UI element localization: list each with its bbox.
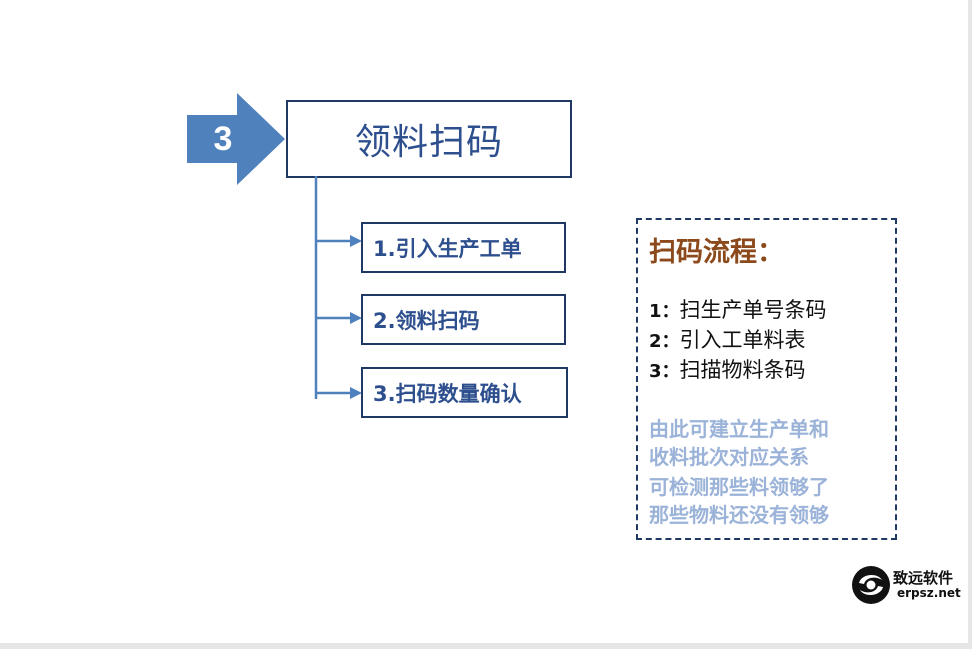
flow-note: 由此可建立生产单和 收料批次对应关系 [649,415,889,471]
slide-edge [968,0,972,649]
flow-step: 1：扫生产单号条码 [649,296,827,326]
swirl-logo-icon [852,566,890,604]
flow-step-number: 3： [649,361,680,382]
slide-edge [0,643,972,649]
flow-heading: 扫码流程： [649,237,784,268]
flow-note-line: 由此可建立生产单和 [649,417,829,441]
flow-step: 3：扫描物料条码 [649,356,827,386]
flow-note-line: 可检测那些料领够了 [649,475,829,499]
substep-label: 1.引入生产工单 [373,236,522,261]
substep-box-2[interactable]: 2.领料扫码 [361,294,566,345]
flow-step-text: 扫生产单号条码 [679,298,827,322]
flow-note-line: 收料批次对应关系 [649,445,809,469]
flow-steps-list: 1：扫生产单号条码 2：引入工单料表 3：扫描物料条码 [649,296,827,386]
step-arrow-icon [187,93,285,185]
flow-step-number: 1： [649,301,680,322]
flow-note: 可检测那些料领够了 那些物料还没有领够 [649,473,889,529]
brand-name: 致远软件 [893,569,954,587]
flow-step-text: 引入工单料表 [679,328,806,352]
substep-box-1[interactable]: 1.引入生产工单 [361,222,566,273]
flow-note-line: 那些物料还没有领够 [649,503,829,527]
step-number: 3 [213,120,233,158]
flow-panel: 扫码流程： 1：扫生产单号条码 2：引入工单料表 3：扫描物料条码 由此可建立生… [636,218,897,540]
flow-step: 2：引入工单料表 [649,326,827,356]
substep-label: 3.扫码数量确认 [373,381,522,406]
brand-logo: 致远软件 erpsz.net [851,565,966,605]
substep-box-3[interactable]: 3.扫码数量确认 [361,367,568,418]
step-title: 领料扫码 [354,122,503,163]
flow-step-text: 扫描物料条码 [679,358,806,382]
flow-step-number: 2： [649,331,680,352]
substep-label: 2.领料扫码 [373,308,480,333]
brand-url: erpsz.net [897,586,961,600]
step-title-box[interactable]: 领料扫码 [286,100,572,178]
